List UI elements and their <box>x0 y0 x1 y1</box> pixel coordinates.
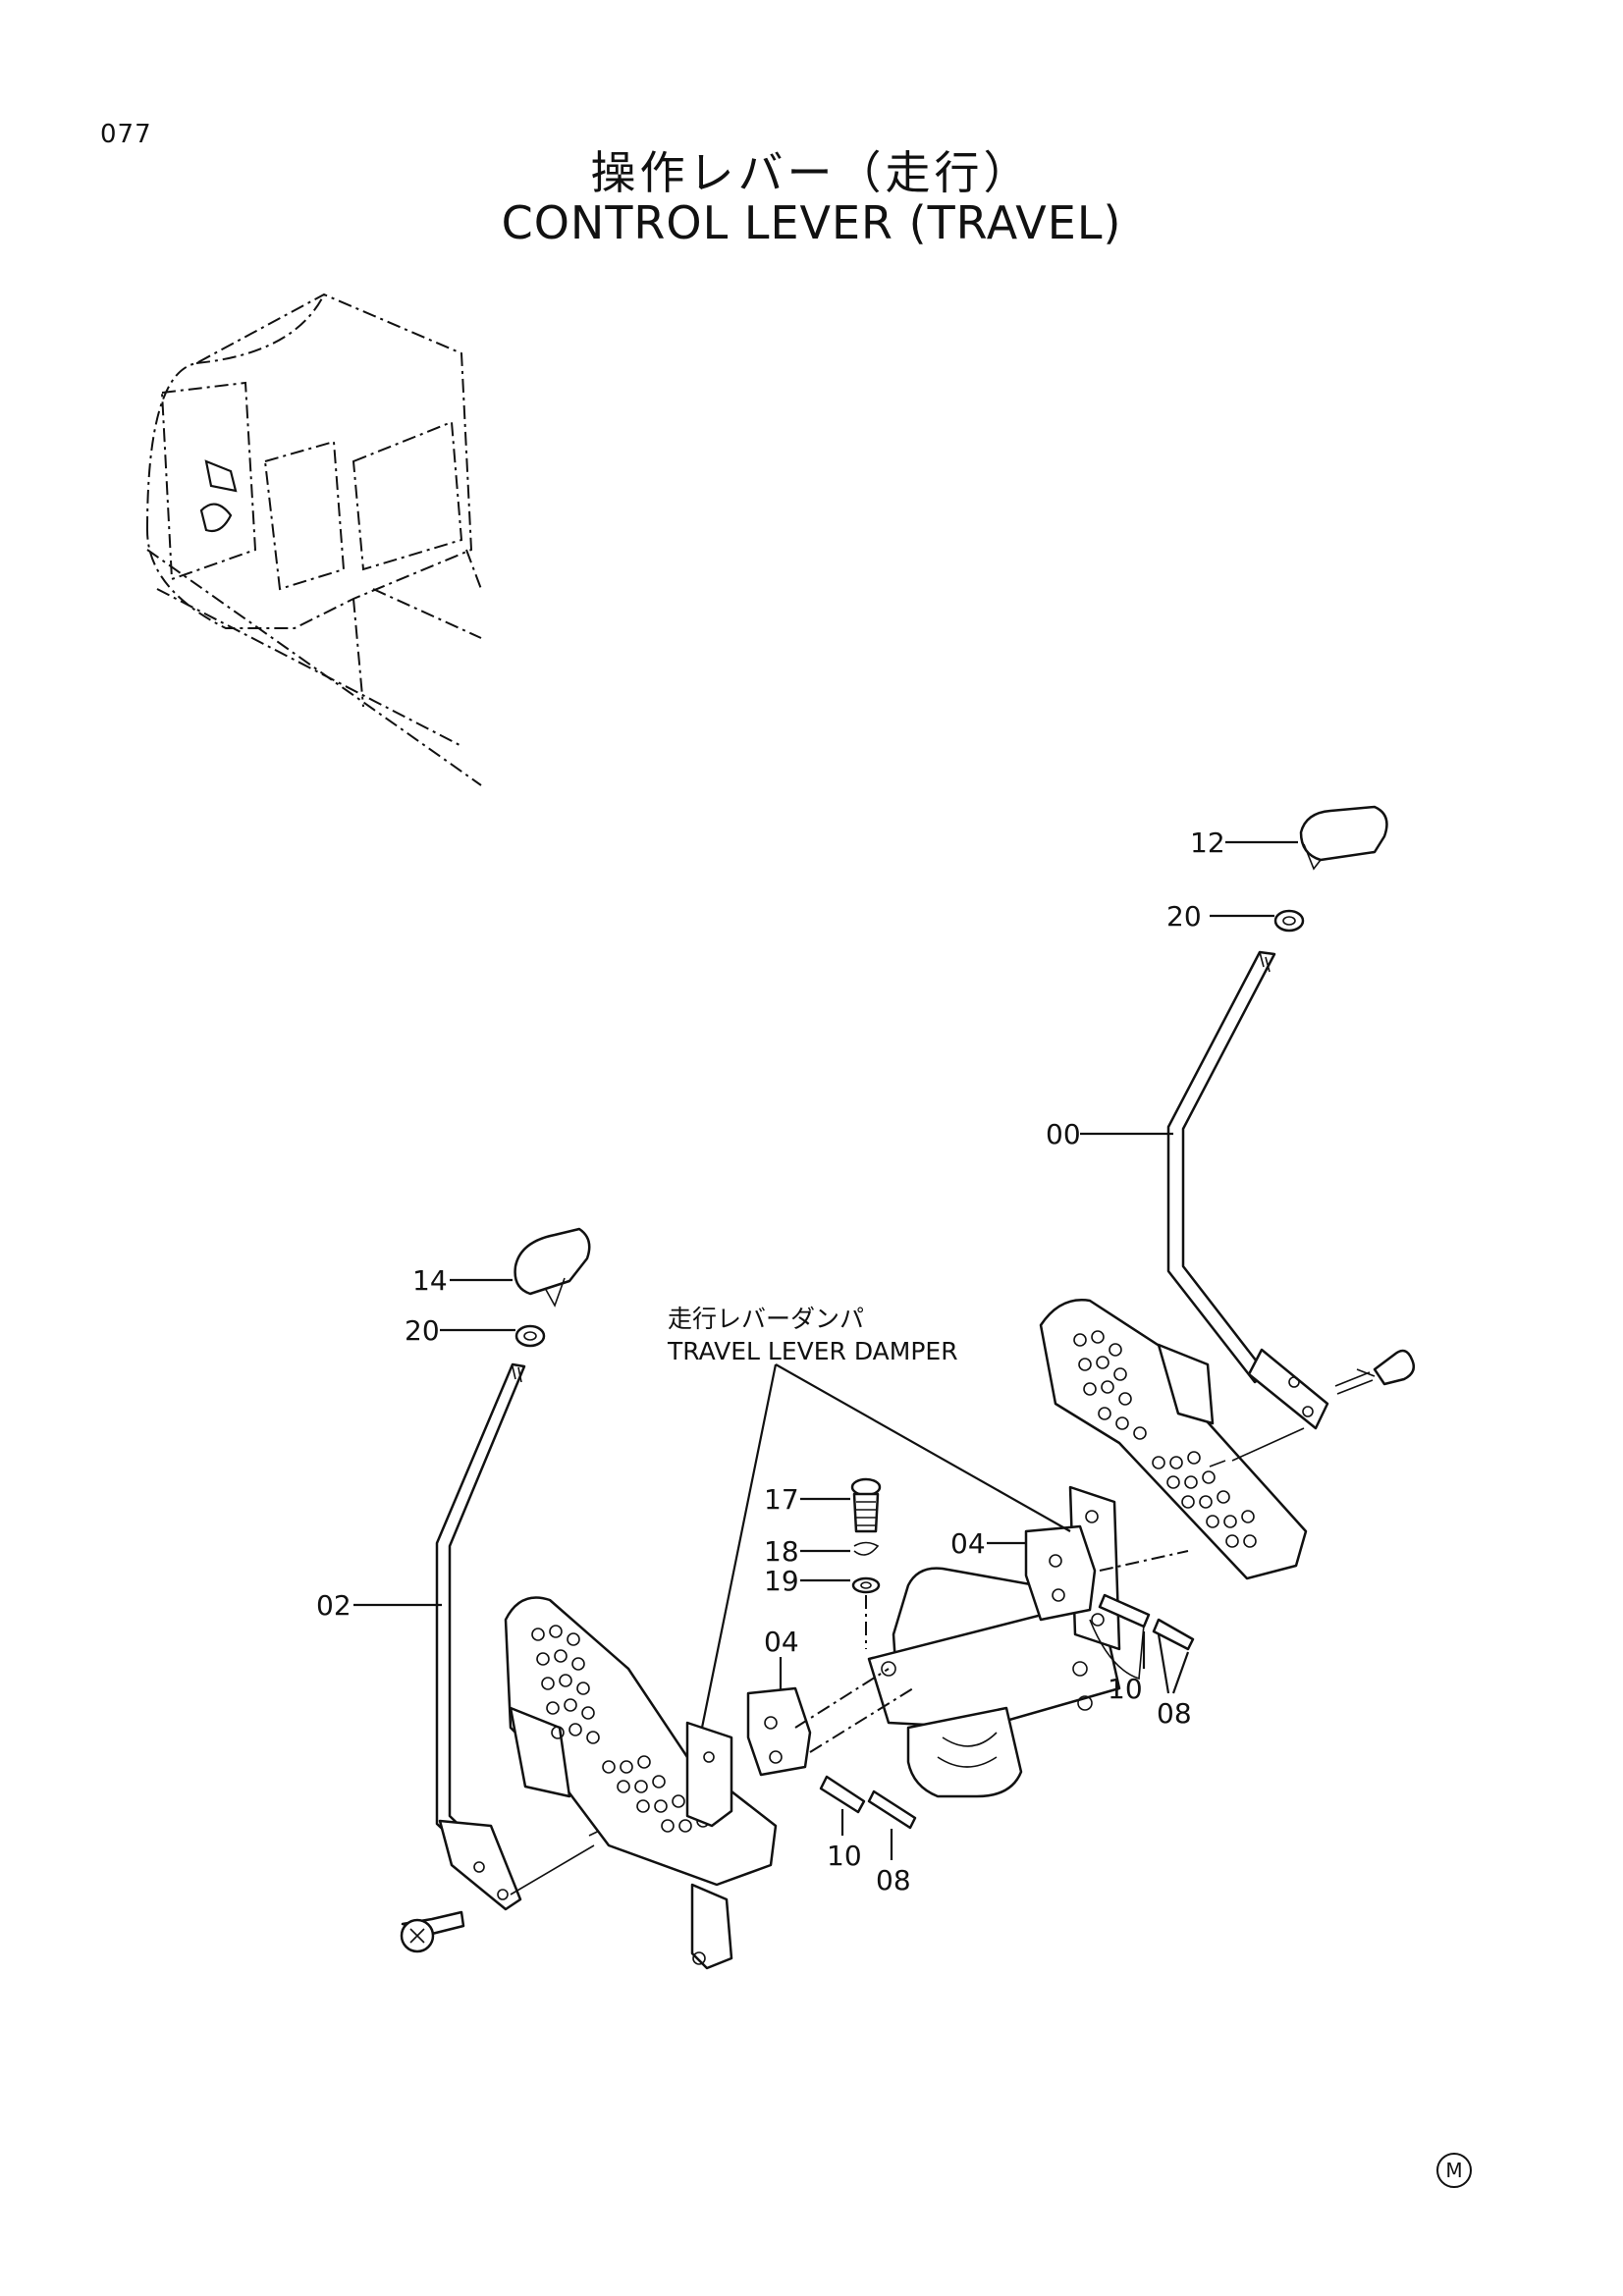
callout-14: 14 <box>412 1264 448 1297</box>
callout-08-left: 08 <box>876 1864 911 1896</box>
callout-leaders <box>353 840 1298 1860</box>
pins <box>819 1593 1195 1830</box>
mark-m-circled: M <box>1436 2153 1472 2188</box>
left-lever-assembly <box>400 1227 615 1953</box>
damper-note-leader <box>700 1363 1071 1729</box>
right-lever-assembly <box>1166 805 1415 1430</box>
callout-00: 00 <box>1046 1118 1081 1150</box>
damper-blocks <box>746 1524 1097 1777</box>
left-pedal <box>504 1596 778 1970</box>
callout-10-left: 10 <box>827 1840 862 1872</box>
callout-02: 02 <box>316 1589 352 1622</box>
bolt-and-washers <box>850 1477 882 1594</box>
callout-17: 17 <box>764 1483 799 1516</box>
alignment-lines <box>794 1550 1189 1753</box>
callout-12: 12 <box>1190 827 1225 859</box>
cab-location-illustration <box>145 293 482 786</box>
title-english: CONTROL LEVER (TRAVEL) <box>501 196 1122 249</box>
callout-10-right: 10 <box>1108 1673 1143 1705</box>
page-number: 077 <box>100 120 152 149</box>
travel-lever-damper <box>867 1485 1121 1798</box>
right-pedal <box>1039 1299 1308 1580</box>
callout-19: 19 <box>764 1565 799 1597</box>
damper-note-japanese: 走行レバーダンパ <box>668 1305 864 1333</box>
callout-18: 18 <box>764 1535 799 1568</box>
callout-20-left: 20 <box>405 1314 440 1347</box>
callout-04-left: 04 <box>764 1626 799 1658</box>
callout-04-right: 04 <box>950 1527 986 1560</box>
title-japanese: 操作レバー（走行） <box>590 146 1033 199</box>
damper-note-english: TRAVEL LEVER DAMPER <box>667 1337 958 1365</box>
callout-20-right: 20 <box>1166 900 1202 933</box>
callout-08-right: 08 <box>1157 1697 1192 1730</box>
